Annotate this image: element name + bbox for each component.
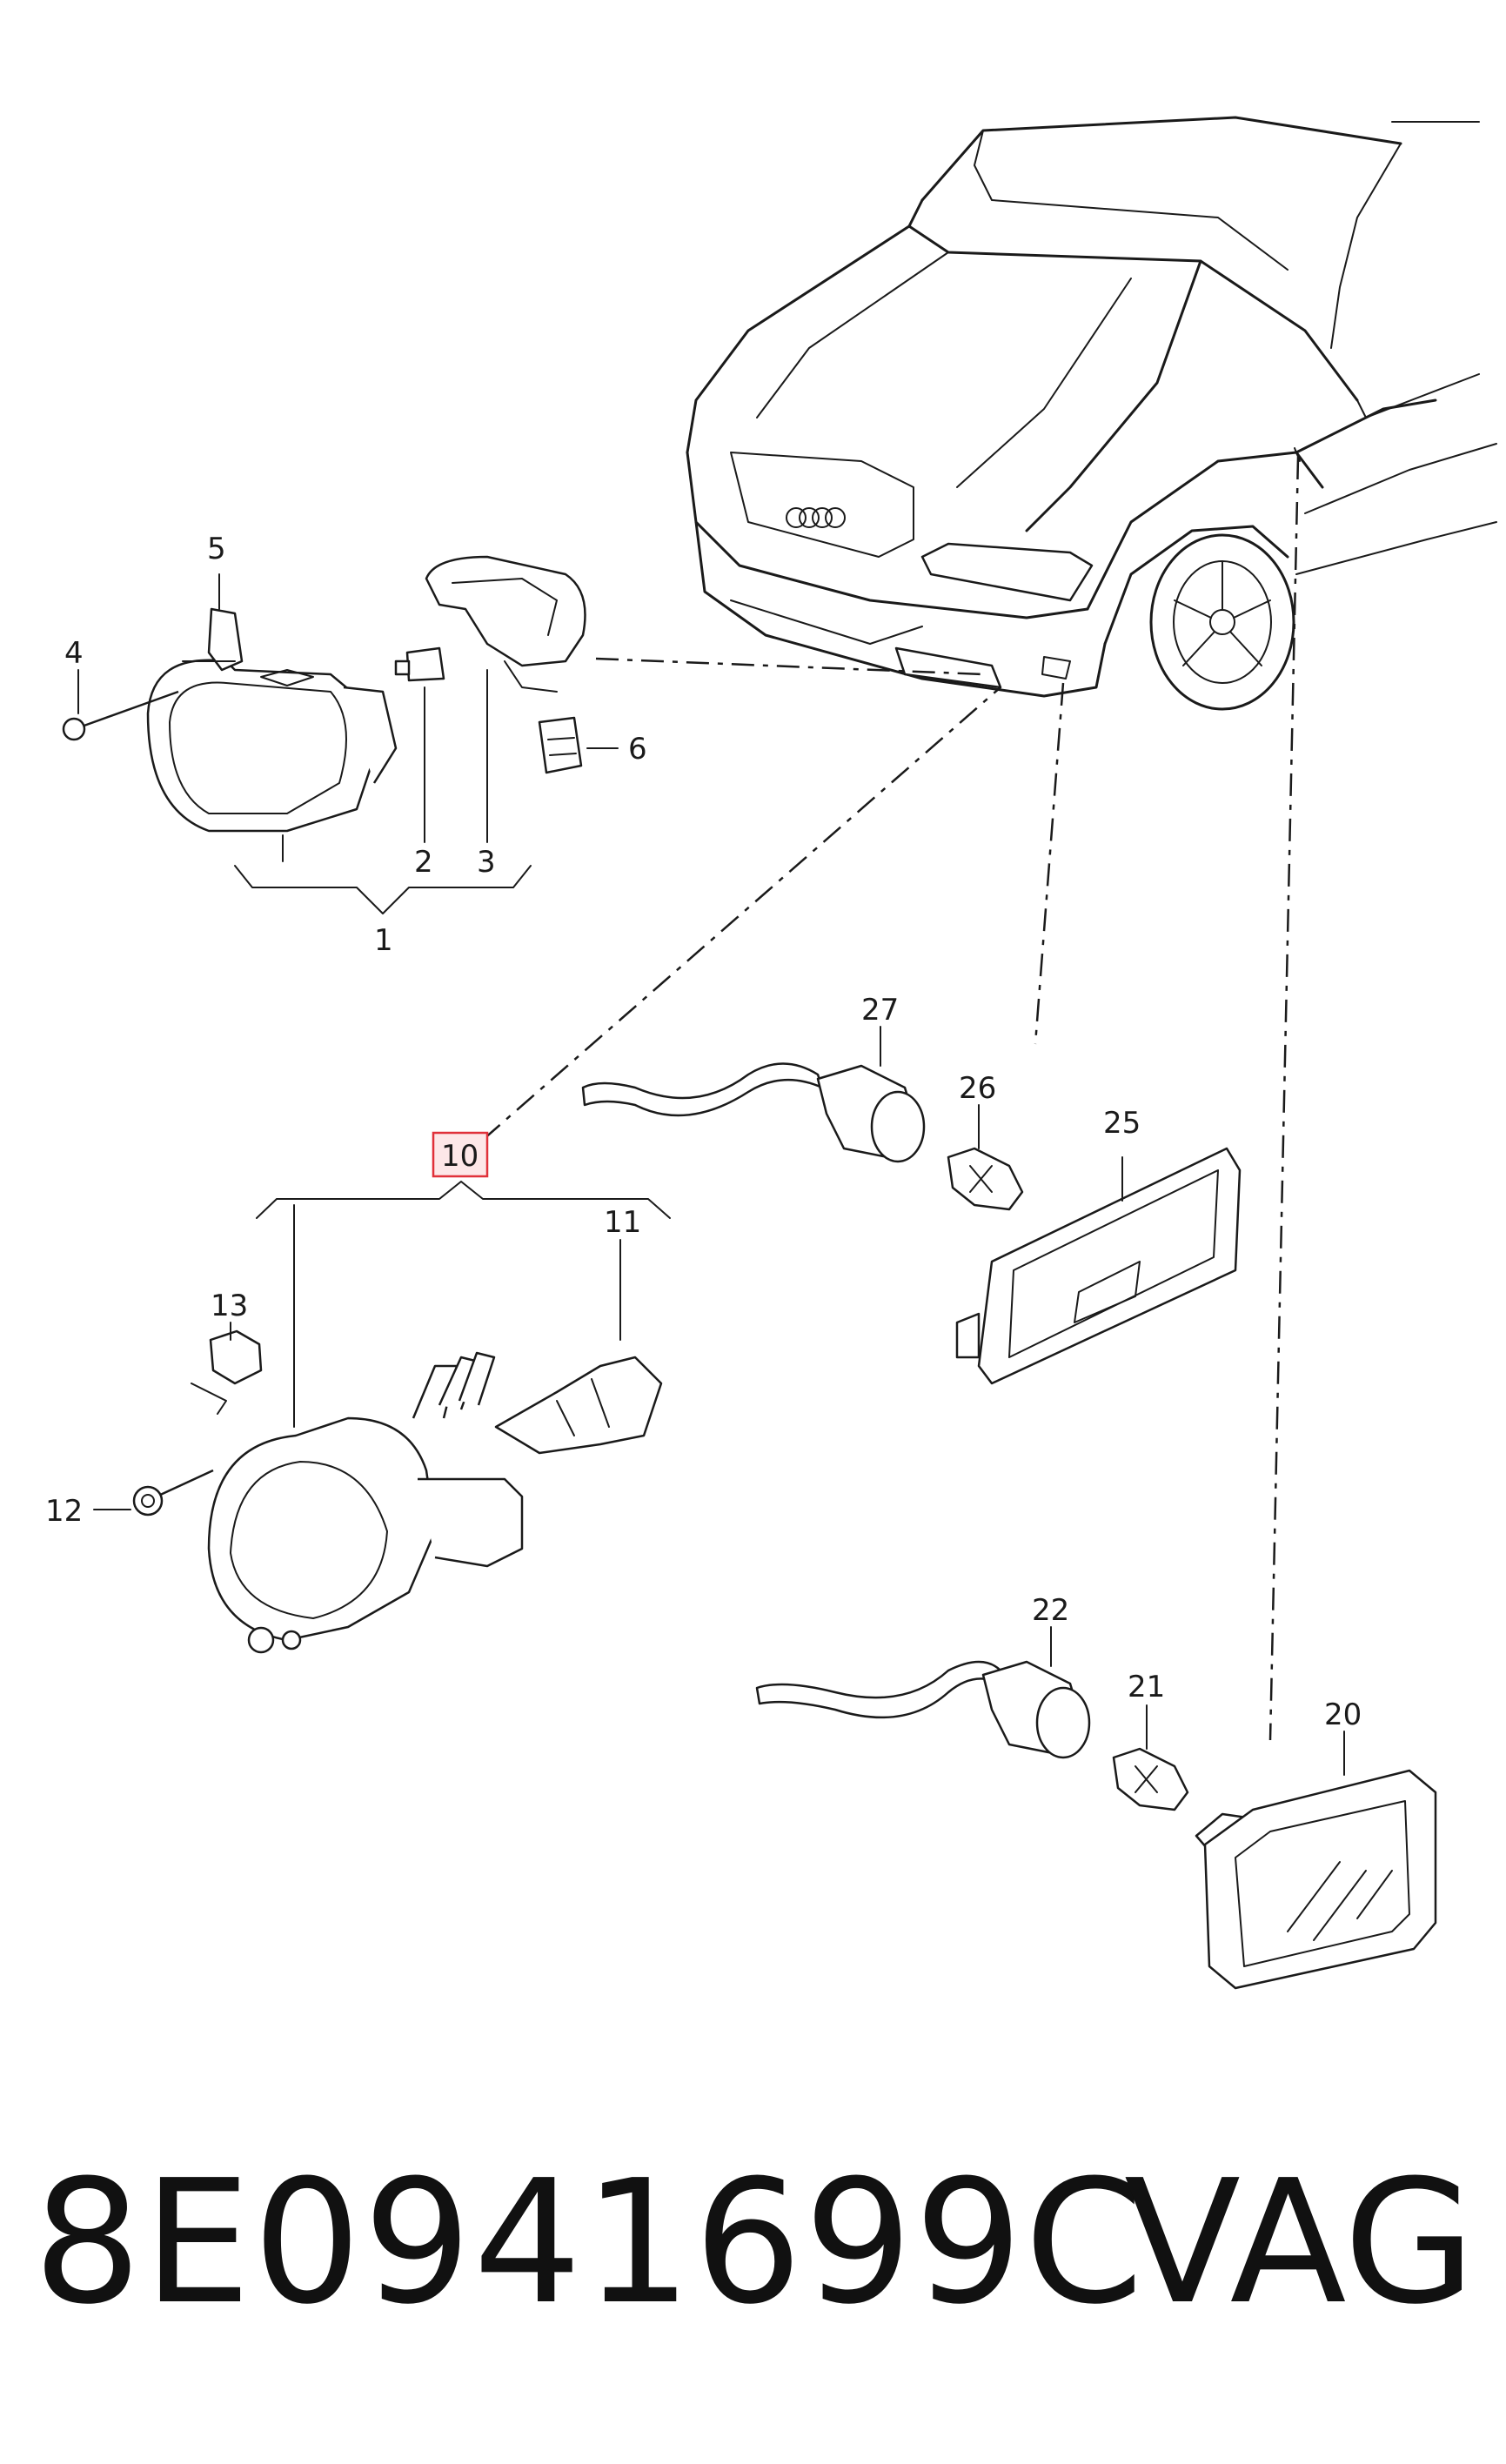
callout-20[interactable]: 20 <box>1324 1697 1362 1732</box>
callout-27[interactable]: 27 <box>861 993 899 1028</box>
callout-13[interactable]: 13 <box>211 1289 248 1323</box>
callout-5[interactable]: 5 <box>207 532 226 566</box>
fog-lamp-assembly-lower <box>93 1181 671 1654</box>
brand-text: VAG <box>1124 2144 1476 2342</box>
callout-10[interactable]: 10 <box>441 1139 479 1174</box>
callout-2[interactable]: 2 <box>414 845 433 880</box>
callout-labels: 5 4 6 2 3 1 27 26 25 10 11 13 12 22 21 2… <box>45 532 1362 1732</box>
part-number-text: 8E0941699C <box>33 2144 1146 2342</box>
callout-10-highlight[interactable]: 10 <box>432 1131 489 1178</box>
parts-diagram: 5 4 6 2 3 1 27 26 25 10 11 13 12 22 21 2… <box>45 116 1497 1990</box>
fog-lamp-assembly-upper <box>62 555 619 914</box>
callout-25[interactable]: 25 <box>1103 1106 1141 1141</box>
turn-signal-assembly <box>581 1026 1242 1385</box>
callout-11[interactable]: 11 <box>604 1205 641 1240</box>
callout-4[interactable]: 4 <box>64 636 84 671</box>
callout-22[interactable]: 22 <box>1032 1593 1069 1628</box>
callout-21[interactable]: 21 <box>1128 1670 1165 1704</box>
callout-1[interactable]: 1 <box>374 923 393 958</box>
callout-6[interactable]: 6 <box>628 732 647 767</box>
side-marker-assembly <box>755 1626 1437 1990</box>
leader-lines <box>482 456 1300 1741</box>
car-front-illustration <box>686 116 1497 711</box>
callout-3[interactable]: 3 <box>477 845 496 880</box>
callout-26[interactable]: 26 <box>959 1071 996 1106</box>
callout-12[interactable]: 12 <box>45 1494 83 1529</box>
